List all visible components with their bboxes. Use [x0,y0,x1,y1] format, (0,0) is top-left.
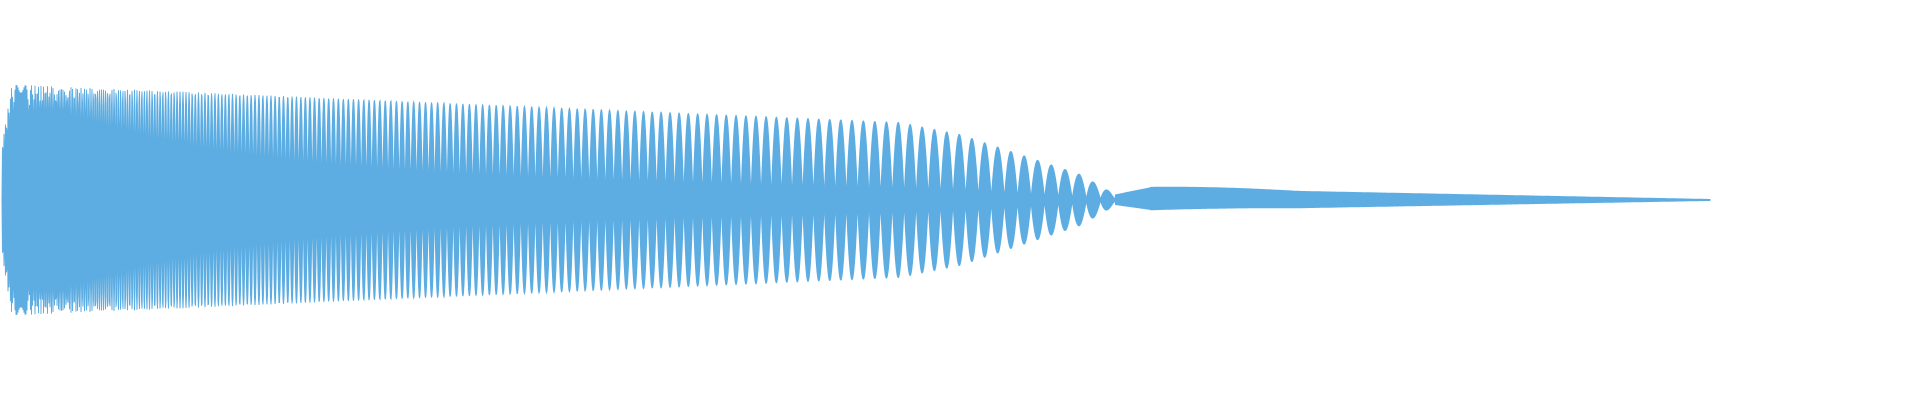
waveform-shape [1,85,1711,315]
